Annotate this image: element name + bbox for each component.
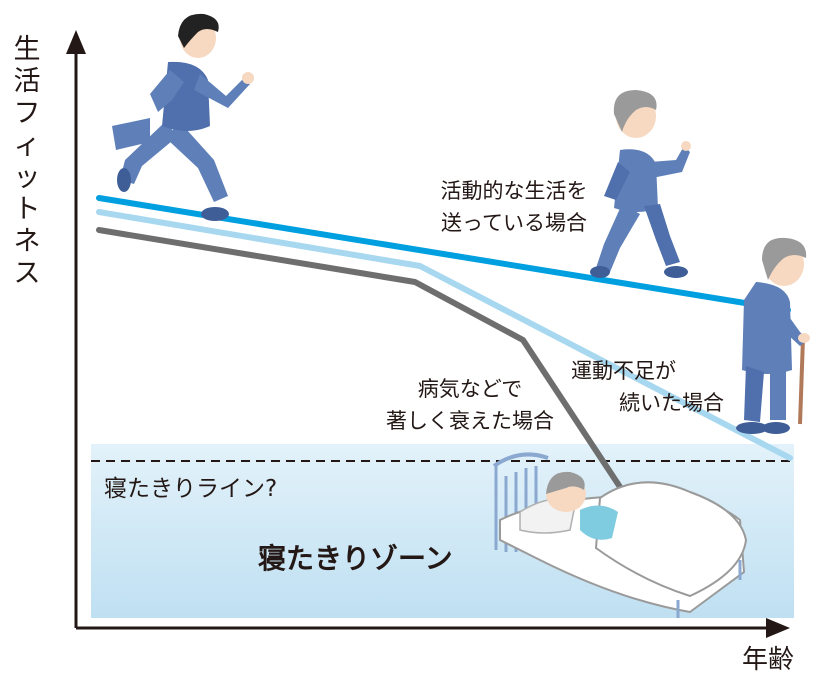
elderly-with-cane-figure — [736, 237, 810, 434]
illness-decline-line — [96, 227, 625, 493]
young-runner-figure — [112, 13, 254, 221]
y-axis-label-char-4: ッ — [14, 162, 41, 193]
bedridden-threshold-label: 寝たきりライン? — [104, 476, 277, 502]
y-axis-label-char-0: 生 — [14, 34, 41, 65]
illness-decline-label-line-1: 病気などで — [418, 377, 523, 401]
y-axis-label: 生 活 フ ィ ッ ト ネ ス — [14, 34, 41, 289]
x-axis-label: 年齢 — [742, 645, 794, 675]
x-axis-arrowhead — [766, 618, 790, 638]
active-life-label-line-1: 活動的な生活を — [441, 179, 588, 203]
y-axis-arrowhead — [66, 30, 86, 54]
lack-of-exercise-label-line-2: 続いた場合 — [619, 391, 724, 415]
y-axis-label-char-1: 活 — [14, 66, 41, 97]
illness-decline-label-line-2: 著しく衰えた場合 — [386, 409, 554, 433]
senior-walker-figure — [590, 90, 691, 278]
active-life-label-line-2: 送っている場合 — [441, 211, 587, 235]
y-axis-label-char-3: ィ — [14, 130, 41, 161]
y-axis-label-char-7: ス — [14, 258, 41, 289]
y-axis-label-char-6: ネ — [14, 226, 41, 257]
bedridden-elder-figure — [492, 452, 748, 618]
axes — [66, 30, 790, 638]
y-axis-label-char-5: ト — [14, 194, 41, 225]
bedridden-zone-label: 寝たきりゾーン — [258, 542, 453, 575]
y-axis-label-char-2: フ — [14, 98, 41, 129]
lack-of-exercise-line — [96, 209, 793, 461]
lack-of-exercise-label-line-1: 運動不足が — [571, 359, 676, 383]
